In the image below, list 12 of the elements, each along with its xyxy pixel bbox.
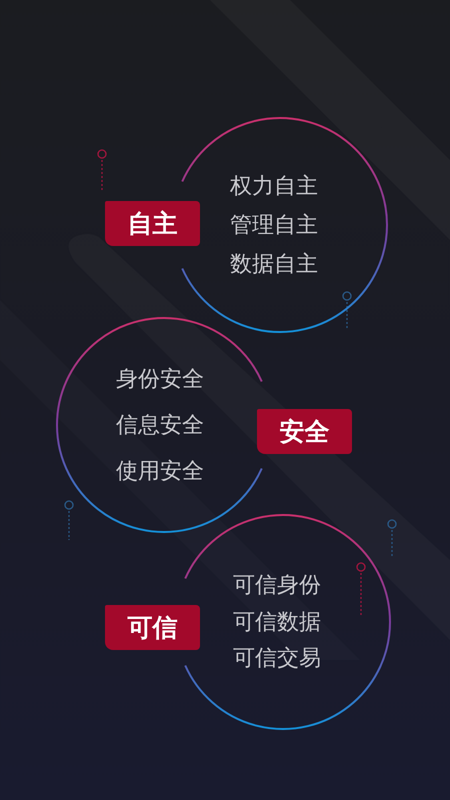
list-item-text: 身份安全 xyxy=(116,367,204,393)
list-item-text: 权力自主 xyxy=(230,174,318,200)
category-tag: 安全 xyxy=(257,409,352,454)
list-item-text: 数据自主 xyxy=(230,252,318,278)
list-item-text: 信息安全 xyxy=(116,413,204,439)
list-item-text: 可信交易 xyxy=(233,646,321,672)
list-item-text: 管理自主 xyxy=(230,213,318,239)
list-item-text: 使用安全 xyxy=(116,459,204,485)
list-item-text: 可信身份 xyxy=(233,573,321,599)
category-tag: 自主 xyxy=(105,201,200,246)
category-tag: 可信 xyxy=(105,605,200,650)
list-item-text: 可信数据 xyxy=(233,610,321,636)
